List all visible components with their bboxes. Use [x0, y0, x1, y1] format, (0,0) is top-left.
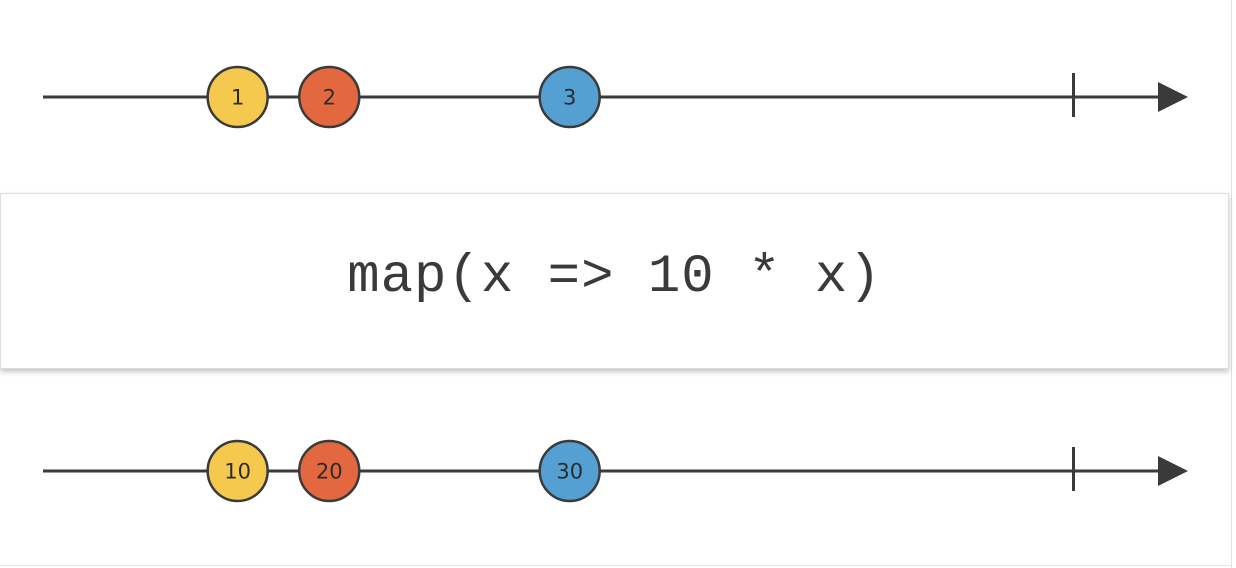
input-marble-label: 2: [323, 86, 336, 110]
operator-label: map(x => 10 * x): [347, 246, 882, 308]
operator-box: map(x => 10 * x): [0, 193, 1229, 369]
input-marble-circle: [206, 65, 269, 129]
output-marble: 10: [206, 439, 269, 503]
input-marble-label: 3: [563, 86, 576, 110]
output-arrow-head: [1158, 456, 1188, 486]
output-marble-label: 30: [556, 460, 583, 484]
input-marble-circle: [298, 65, 361, 129]
output-marble-label: 10: [224, 460, 251, 484]
input-arrow-head: [1158, 82, 1188, 112]
output-marble-label: 20: [316, 460, 343, 484]
input-marble: 1: [206, 65, 269, 129]
output-marble-circle: [298, 439, 361, 503]
frame-right-edge: [1231, 0, 1232, 568]
input-marble-circle: [538, 65, 601, 129]
output-marble: 30: [538, 439, 601, 503]
output-marble-circle: [538, 439, 601, 503]
output-timeline-svg: 10 20 30: [43, 439, 1188, 503]
input-marble-label: 1: [231, 86, 244, 110]
input-marble: 3: [538, 65, 601, 129]
frame-bottom-edge: [0, 565, 1232, 566]
input-timeline-svg: 1 2 3: [43, 65, 1188, 129]
input-timeline: 1 2 3: [0, 0, 1236, 190]
output-marble-circle: [206, 439, 269, 503]
input-marble: 2: [298, 65, 361, 129]
output-marble: 20: [298, 439, 361, 503]
output-timeline: 10 20 30: [0, 374, 1236, 564]
